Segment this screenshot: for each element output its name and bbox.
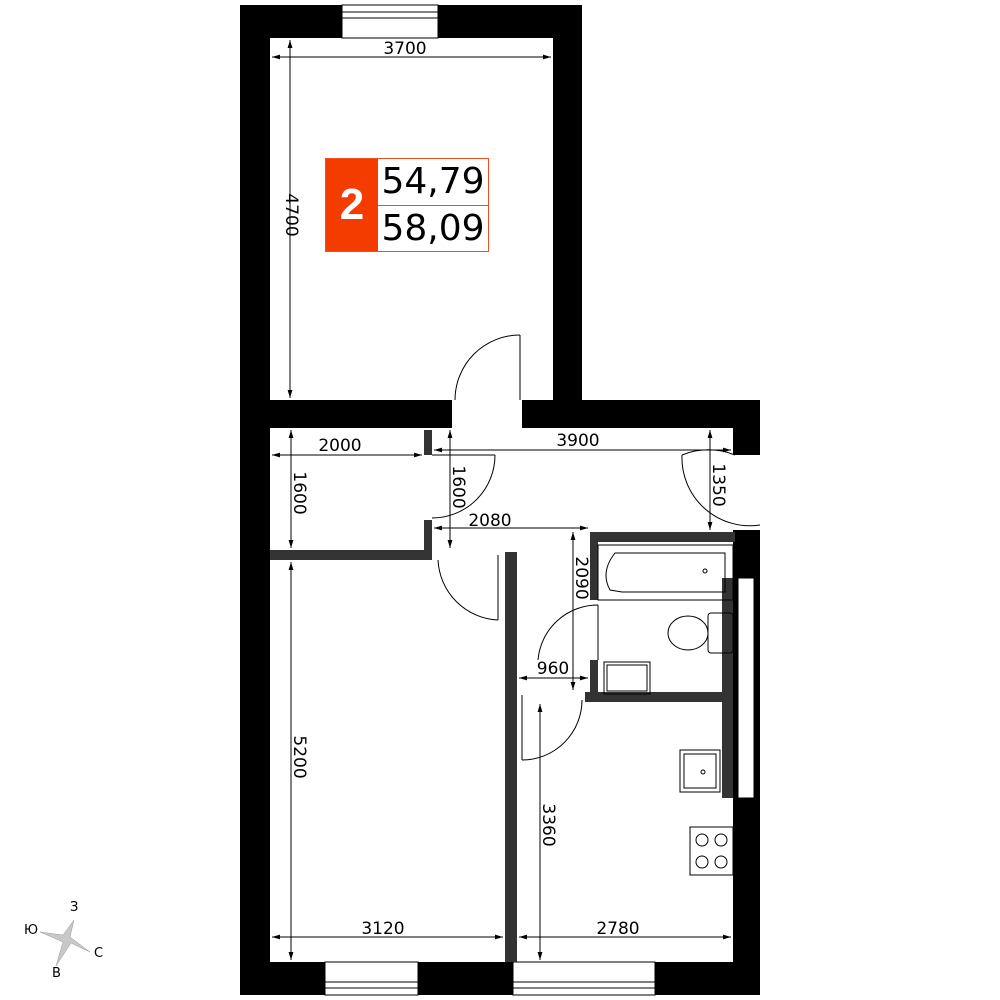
compass-north: С [94, 946, 104, 961]
dim-hall-left-depth: 1600 [289, 471, 309, 514]
dim-bath-door-width: 960 [537, 659, 569, 679]
toilet [667, 612, 734, 654]
windows [324, 4, 755, 996]
dimension-lines [272, 40, 731, 960]
partitions [270, 430, 735, 962]
dim-hall-right-width: 3900 [556, 431, 599, 451]
compass-west: З [70, 900, 79, 915]
dim-kitchen-depth: 3360 [538, 803, 558, 846]
dim-bath-depth: 2090 [571, 556, 591, 599]
total-area: 58,09 [381, 207, 485, 249]
compass-east: В [52, 966, 61, 981]
dim-hall-right-depth: 1350 [708, 463, 728, 506]
living-area: 54,79 [378, 159, 488, 206]
room-count: 2 [326, 159, 378, 251]
stove [689, 826, 734, 876]
dimension-labels: 3700 4700 2000 3900 1600 1600 1350 2080 … [281, 39, 728, 939]
dim-hall-left-width: 2000 [318, 436, 361, 456]
apartment-badge: 2 54,79 58,09 [325, 158, 489, 252]
dim-bedroom-depth: 5200 [289, 735, 309, 778]
dim-top-room-width: 3700 [383, 39, 426, 59]
dim-kitchen-width: 2780 [596, 919, 639, 939]
compass-south: Ю [24, 923, 39, 938]
exterior-walls [240, 5, 760, 995]
bathtub [597, 544, 734, 601]
washbasin [603, 661, 651, 695]
doors [431, 334, 761, 761]
kitchen-sink [679, 749, 721, 793]
dim-corridor-width: 2080 [468, 511, 511, 531]
dim-hall-mid-depth: 1600 [448, 465, 468, 508]
compass-star-icon [39, 919, 91, 967]
dim-bedroom-width: 3120 [361, 919, 404, 939]
dim-top-room-depth: 4700 [281, 193, 301, 236]
